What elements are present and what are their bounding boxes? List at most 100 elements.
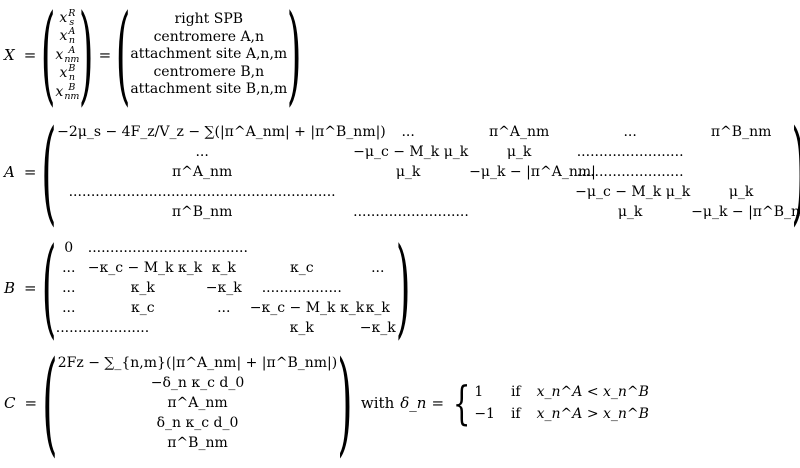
desc-row: right SPB [174,11,244,28]
left-paren: ( [41,107,57,237]
matrix-b-cell: ... [62,280,76,296]
right-paren: ) [286,0,302,117]
desc-row: attachment site B,n,m [130,81,288,98]
c-row: δ_n κ_c d_0 [156,415,239,431]
case-expr: x_n^A > x_n^B [536,406,649,422]
matrix-b-cell: κ_c [130,300,155,316]
matrix-b-cell: .................. [261,280,342,296]
matrix-a-cell: π^A_nm [488,124,550,140]
matrix-a-cell [469,202,569,222]
left-paren: ( [41,225,57,350]
equals-sign: = [24,279,37,297]
case-expr: x_n^A < x_n^B [536,384,649,400]
matrix-b-cell: κ_c [289,260,314,276]
desc-row: attachment site A,n,m [130,46,288,63]
right-paren: ) [337,338,353,468]
equals-sign: = [23,163,37,181]
desc-row: centromere B,n [153,63,265,80]
with-text: with [360,394,395,412]
matrix-b-cell: 0 [64,240,74,256]
matrix-b-cell: −κ_c − M_k κ_k [87,260,203,276]
matrix-a-cell [353,182,463,202]
matrix-a-cell: μ_k [395,164,421,180]
matrix-a-cell: .......................... [353,204,469,220]
c-row: 2Fz − ∑_{n,m}(|π^A_nm| + |π^B_nm|) [57,355,338,371]
matrix-a-cell: −μ_c − M_k μ_k [575,184,691,200]
matrix-b-cell: ... [62,260,76,276]
equals-sign: = [431,394,445,412]
matrix-b-cell [204,238,244,258]
matrix-b-cell: ... [217,300,231,316]
matrix-a-cell: μ_k [506,144,532,160]
matrix-b-cell: ... [62,300,76,316]
c-row: −δ_n κ_c d_0 [150,375,245,391]
matrix-b-cell [360,238,396,258]
right-paren: ) [395,225,411,350]
matrix-b-cell: κ_k [365,300,390,316]
matrix-a-cell [469,182,569,202]
matrix-a: −2μ_s − 4F_z/V_z − ∑(|π^A_nm| + |π^B_nm|… [57,122,800,222]
left-paren: ( [115,0,131,117]
matrix-a-cell: π^A_nm [171,164,233,180]
matrix-b-cell: κ_k [130,280,155,296]
matrix-b-cell: ..................... [55,320,150,336]
a-symbol: A [4,163,15,181]
matrix-b-cell: κ_k [289,320,314,336]
matrix-a-cell: ... [401,124,415,140]
b-symbol: B [4,279,16,297]
matrix-a-cell: μ_k [617,204,643,220]
matrix-b-cell [204,318,244,338]
matrix-a-cell: ........................ [576,164,684,180]
matrix-b-cell: −κ_k [205,280,242,296]
matrix-b-cell [250,238,354,258]
matrix-b-cell: −κ_k [359,320,396,336]
matrix-b-cell [360,278,396,298]
cases-brace: { [452,376,471,430]
equation-b: B = ( 0.................................… [0,232,410,344]
desc-row: centromere A,n [153,28,265,45]
case-value: −1 [474,406,495,422]
equals-sign: = [98,46,112,64]
matrix-a-cell: −μ_k − |π^A_nm| [469,164,596,180]
matrix-b-cell: .................................... [87,240,248,256]
c-row: π^B_nm [167,435,228,451]
matrix-a-cell [691,162,791,182]
c-symbol: C [4,394,16,412]
case-if: if [510,384,521,400]
right-paren: ) [791,116,800,228]
c-row: π^A_nm [167,395,228,411]
x-vector-descriptions: right SPB centromere A,n attachment site… [130,11,287,99]
matrix-b: 0.......................................… [56,238,396,338]
matrix-a-cell [691,142,791,162]
c-vector: 2Fz − ∑_{n,m}(|π^A_nm| + |π^B_nm|) −δ_n … [58,353,337,453]
cases-block: 1 if x_n^A < x_n^B −1 if x_n^A > x_n^B [474,381,649,425]
equation-a: A = ( −2μ_s − 4F_z/V_z − ∑(|π^A_nm| + |π… [0,114,800,230]
left-paren: ( [42,338,58,468]
matrix-b-cell: κ_k [211,260,236,276]
matrix-a-cell: π^B_nm [171,204,233,220]
matrix-a-cell: −μ_c − M_k μ_k [353,144,469,160]
matrix-a-cell: ........................ [576,144,684,160]
equals-sign: = [24,394,38,412]
matrix-b-cell [88,318,198,338]
equals-sign: = [23,46,37,64]
matrix-a-cell: ... [195,144,209,160]
equation-c: C = ( 2Fz − ∑_{n,m}(|π^A_nm| + |π^B_nm|)… [0,346,649,460]
matrix-b-cell: ... [371,260,385,276]
matrix-b-cell: −κ_c − M_k κ_k [249,300,365,316]
matrix-a-cell: μ_k [728,184,754,200]
x-symbol: X [4,46,15,64]
right-paren: ) [79,0,94,117]
left-paren: ( [40,0,56,117]
case-value: 1 [474,384,484,400]
case-if: if [510,406,521,422]
matrix-a-cell: −μ_k − |π^B_nm| [691,204,800,220]
